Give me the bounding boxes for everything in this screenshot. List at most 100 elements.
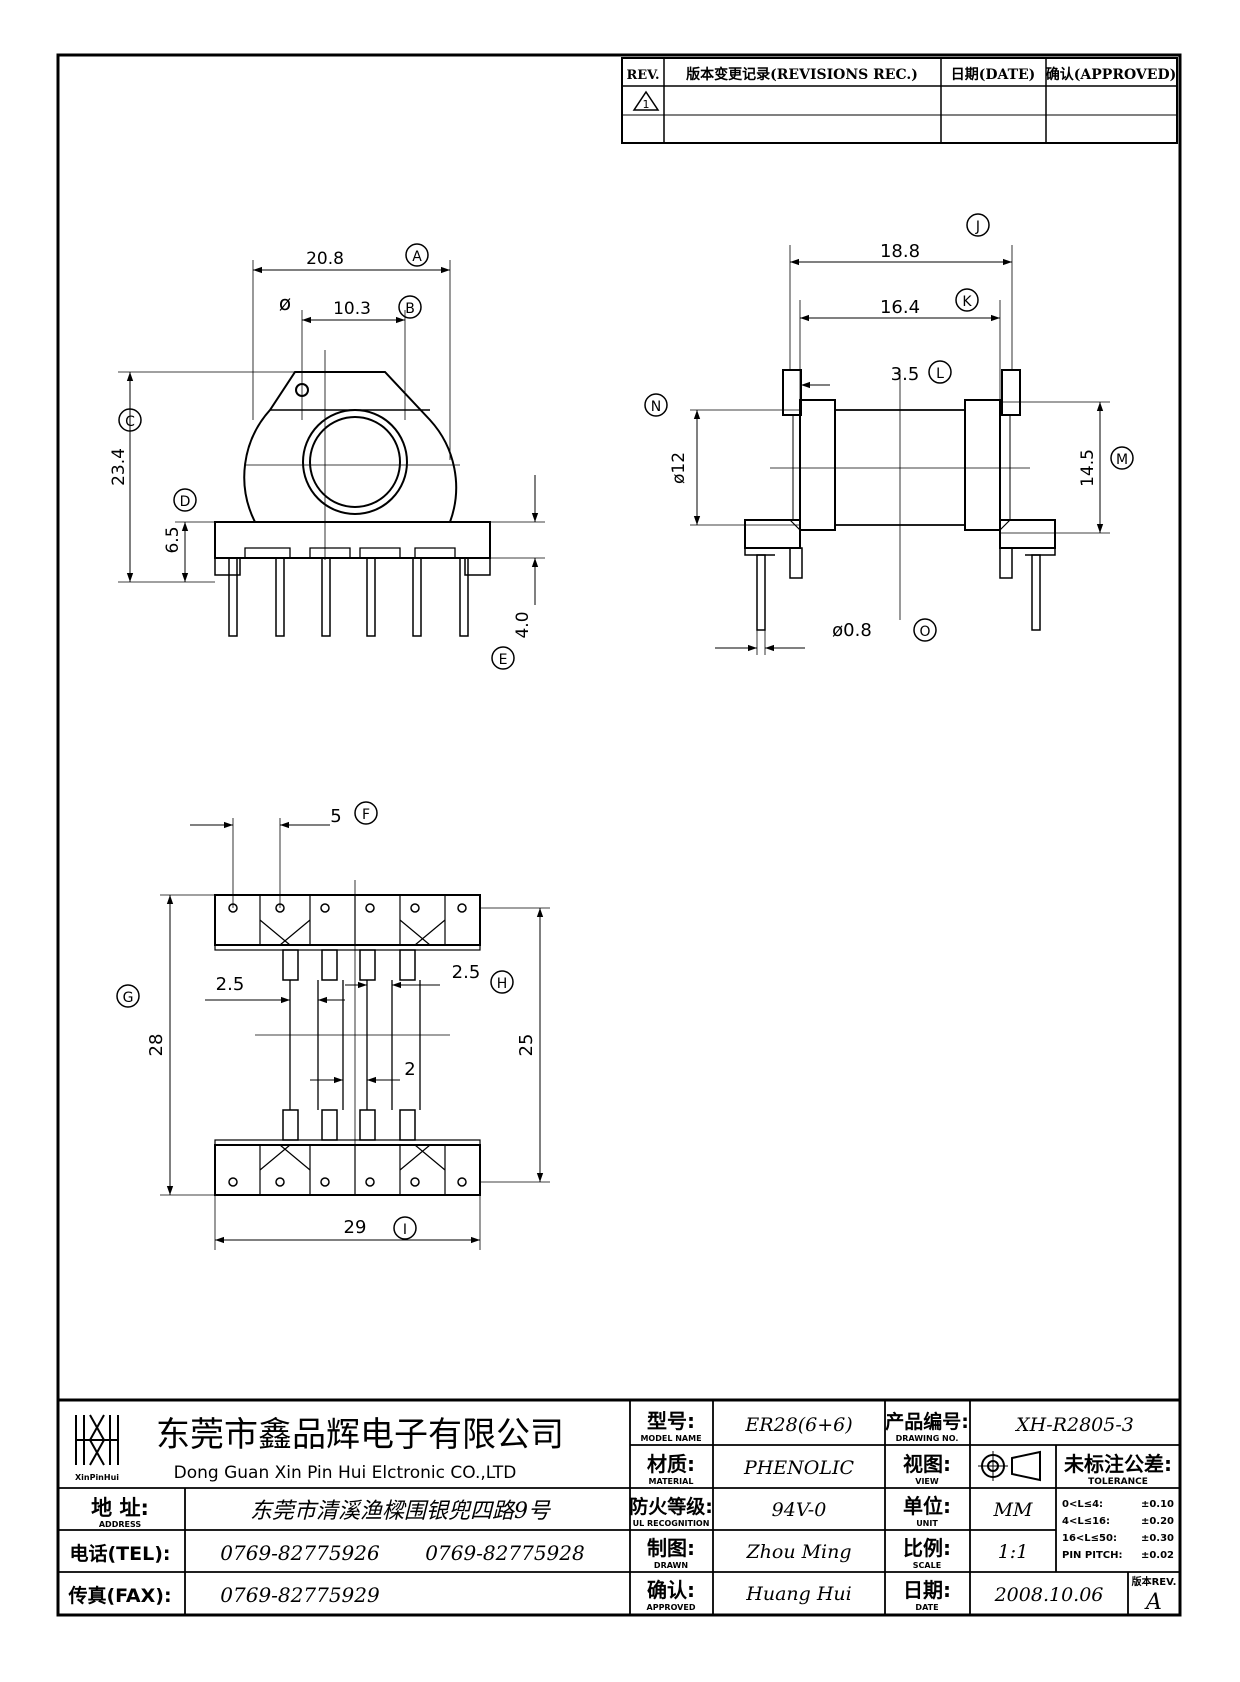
side-view-labels: J 18.8 K 16.4 3.5 L N ø12 14.5 M ø0.8 O [644, 213, 1134, 642]
label-C: C [125, 414, 135, 430]
tel-2: 0769-82775928 [425, 1541, 584, 1565]
left-flange-top [782, 369, 802, 416]
label-L-icon [928, 360, 952, 384]
dim-G-value: 28 [146, 1034, 167, 1057]
drawn-label-en: DRAWN [654, 1561, 688, 1570]
label-J: J [975, 219, 980, 235]
fire-rating-label-en: UL RECOGNITION [633, 1519, 710, 1528]
material-value: PHENOLIC [743, 1457, 855, 1479]
label-F: F [362, 807, 370, 823]
dim-L-value: 3.5 [891, 364, 920, 385]
view-label-en: VIEW [915, 1477, 939, 1486]
address-label: 地 址: [91, 1496, 149, 1520]
view-label: 视图: [903, 1452, 951, 1476]
label-A: A [412, 249, 422, 265]
dim-D-value: 6.5 [163, 526, 183, 553]
date-header: 日期(DATE) [951, 67, 1036, 83]
left-base-foot [744, 519, 801, 549]
title-block: XinPinHui 东莞市鑫品辉电子有限公司 Dong Guan Xin Pin… [56, 1398, 1182, 1617]
bottom-view-labels: 5 F G 28 2.5 2.5 H 2 25 29 I [116, 801, 537, 1240]
label-B: B [405, 301, 415, 317]
label-O-icon [913, 618, 937, 642]
scale-label-en: SCALE [913, 1561, 941, 1570]
drawn-value: Zhou Ming [745, 1541, 851, 1563]
front-view-labels: 20.8 A ø 10.3 B C 23.4 D 6.5 4.0 E [109, 243, 533, 670]
bottom-flange-block [214, 1144, 481, 1196]
label-E: E [499, 652, 508, 668]
tel-label: 电话(TEL): [69, 1542, 170, 1565]
base-block [214, 521, 491, 559]
left-flange [799, 399, 836, 531]
label-F-icon [354, 801, 378, 825]
label-G-icon [116, 984, 140, 1008]
dim-H-right-value: 2.5 [452, 962, 481, 983]
approved-label: 确认: [647, 1578, 695, 1602]
label-L: L [936, 366, 944, 382]
label-I: I [403, 1222, 407, 1238]
label-A-icon [405, 243, 429, 267]
revisions-header: 版本变更记录(REVISIONS REC.) [686, 66, 918, 83]
approved-value: Huang Hui [745, 1583, 851, 1605]
front-pins [228, 557, 469, 637]
label-B-icon [398, 295, 422, 319]
material-label: 材质: [647, 1452, 695, 1476]
unit-label-en: UNIT [916, 1519, 938, 1528]
right-base-foot [999, 519, 1056, 549]
bottom-pin-holes [228, 903, 467, 1187]
label-D: D [180, 494, 191, 510]
front-view [118, 260, 545, 637]
dim-O-value: ø0.8 [832, 620, 872, 641]
revision-table: REV. 版本变更记录(REVISIONS REC.) 日期(DATE) 确认(… [621, 57, 1178, 144]
dim-B-value: 10.3 [333, 299, 371, 319]
logo-caption: XinPinHui [75, 1473, 119, 1482]
dim-I-value: 29 [344, 1217, 367, 1238]
fire-rating-value: 94V-0 [772, 1499, 827, 1521]
revision-1-number: 1 [643, 98, 650, 111]
dim-K-value: 16.4 [880, 297, 920, 318]
core-hole-outer [302, 409, 408, 515]
drawing-no-value: XH-R2805-3 [1014, 1414, 1134, 1436]
tolerance-range-4: PIN PITCH: [1062, 1550, 1122, 1561]
right-flange [964, 399, 1001, 531]
material-label-en: MATERIAL [649, 1477, 694, 1486]
core-hole-inner [309, 416, 401, 508]
unit-label: 单位: [903, 1494, 951, 1518]
label-N: N [651, 399, 661, 415]
label-M: M [1116, 452, 1128, 468]
left-pin [756, 554, 766, 631]
approved-header: 确认(APPROVED) [1046, 66, 1176, 83]
tel-1: 0769-82775926 [220, 1541, 380, 1565]
address-value: 东莞市清溪渔樑围银兜四路9号 [250, 1499, 551, 1524]
label-N-icon [644, 393, 668, 417]
dim-E-value: 4.0 [513, 611, 533, 638]
label-D-icon [173, 488, 197, 512]
label-H: H [497, 976, 508, 992]
tolerance-label: 未标注公差: [1064, 1452, 1172, 1476]
label-H-icon [490, 970, 514, 994]
label-G: G [123, 990, 134, 1006]
unit-value: MM [993, 1499, 1033, 1521]
dim-C-value: 23.4 [109, 448, 129, 486]
dim-M-value: 14.5 [1078, 449, 1098, 487]
label-K-icon [955, 288, 979, 312]
rev-label: 版本REV. [1132, 1575, 1177, 1588]
right-pin [1031, 554, 1041, 631]
date-value: 2008.10.06 [994, 1584, 1104, 1606]
right-flange-top [1001, 369, 1021, 416]
tolerance-value-3: ±0.30 [1141, 1533, 1174, 1544]
tolerance-range-1: 0<L≤4: [1062, 1499, 1103, 1510]
date-label: 日期: [903, 1578, 951, 1602]
dim-N-value: ø12 [669, 452, 689, 484]
dim-J-value: 18.8 [880, 241, 920, 262]
tolerance-value-4: ±0.02 [1141, 1550, 1174, 1561]
dim-F-value: 5 [330, 806, 341, 827]
side-view [690, 245, 1110, 655]
drawing-no-label-en: DRAWING NO. [896, 1434, 959, 1443]
fax-value: 0769-82775929 [220, 1583, 380, 1607]
label-O: O [919, 624, 930, 640]
address-label-en: ADDRESS [99, 1520, 142, 1529]
scale-label: 比例: [903, 1536, 951, 1560]
model-label-en: MODEL NAME [640, 1434, 701, 1443]
rev-header: REV. [626, 68, 659, 83]
top-flange-block [214, 894, 481, 946]
